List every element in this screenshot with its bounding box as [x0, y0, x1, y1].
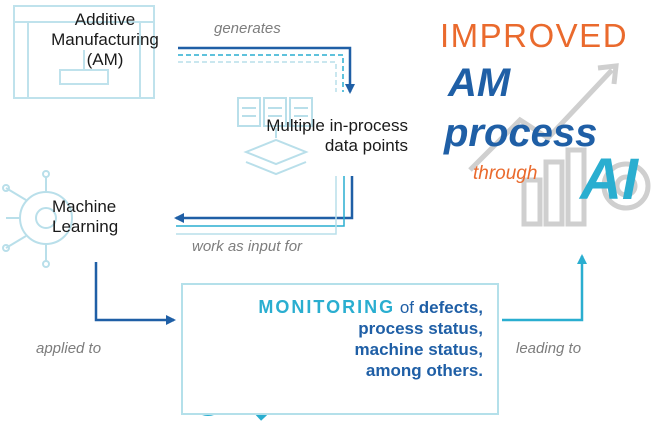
- edge-label-generates: generates: [214, 20, 281, 37]
- monitoring-item-process-status: process status,: [358, 319, 483, 338]
- node-additive-manufacturing: Additive Manufacturing (AM): [40, 10, 170, 70]
- monitoring-line-1: MONITORING of defects,: [183, 297, 483, 318]
- edge-label-work-as-input: work as input for: [192, 238, 303, 255]
- ml-line-1: Machine: [52, 197, 117, 216]
- node-data-points: Multiple in-process data points: [228, 116, 408, 156]
- data-files-icon: [237, 97, 313, 176]
- node-machine-learning: Machine Learning: [52, 197, 142, 237]
- monitoring-keyword: MONITORING: [258, 297, 396, 317]
- data-line-1: Multiple in-process: [266, 116, 408, 135]
- headline-process: process: [444, 111, 598, 155]
- arrow-work-as-input: [174, 176, 354, 235]
- monitoring-item-machine-status: machine status,: [354, 340, 484, 359]
- arrow-applied-to: [94, 262, 176, 325]
- edge-label-applied-to: applied to: [36, 340, 102, 357]
- headline-ai: AI: [580, 147, 638, 212]
- data-line-2: data points: [324, 136, 408, 155]
- monitoring-item-others: among others.: [365, 361, 483, 380]
- am-line-1: Additive: [74, 10, 136, 29]
- headline-improved: IMPROVED: [440, 17, 629, 54]
- arrow-leading-to: [502, 254, 587, 322]
- circuit-brain-icon: [2, 170, 73, 268]
- monitoring-text: MONITORING of defects, process status, m…: [183, 297, 483, 381]
- headline-through: through: [473, 163, 538, 184]
- headline-am: AM: [448, 61, 511, 105]
- am-line-3: (AM): [86, 50, 124, 69]
- rising-chart-gear-icon: [468, 63, 651, 227]
- edge-label-leading-to: leading to: [516, 340, 582, 357]
- 3d-printer-icon: [13, 5, 155, 99]
- ml-line-2: Learning: [52, 217, 119, 236]
- am-line-2: Manufacturing: [51, 30, 159, 49]
- monitoring-of: of: [399, 298, 415, 317]
- monitoring-box: MONITORING of defects, process status, m…: [181, 283, 499, 415]
- monitoring-item-defects: defects,: [418, 298, 483, 317]
- arrow-generates: [178, 46, 355, 94]
